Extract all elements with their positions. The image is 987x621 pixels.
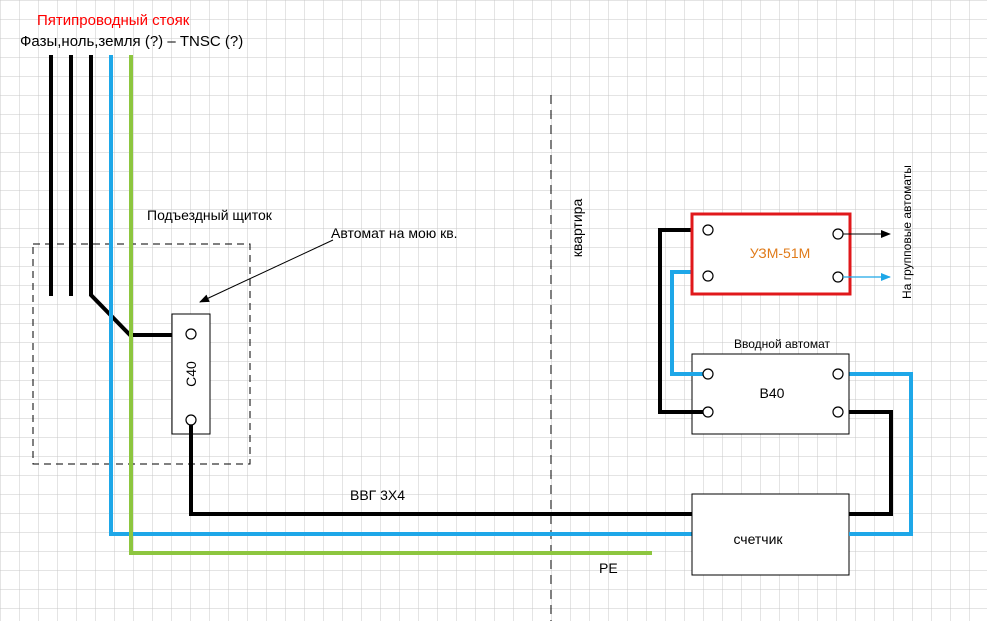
- meter-box: [691, 493, 850, 576]
- group-breakers-label: На групповые автоматы: [900, 165, 914, 299]
- input-breaker-terminal-1: [702, 368, 714, 380]
- apartment-label: квартира: [569, 199, 585, 258]
- rcd-neutral-link: [670, 270, 708, 376]
- input-breaker-terminal-3: [832, 368, 844, 380]
- panel-breaker-terminal-top: [185, 328, 197, 340]
- diagram-subtitle: Фазы,ноль,земля (?) – TNSC (?): [20, 33, 243, 50]
- pe-wire: [129, 55, 652, 555]
- rcd-terminal-2: [702, 270, 714, 282]
- panel-breaker-terminal-bottom: [185, 414, 197, 426]
- input-breaker-terminal-2: [702, 406, 714, 418]
- input-breaker-label: B40: [760, 385, 785, 401]
- rcd-box: [690, 212, 852, 296]
- rcd-terminal-3: [832, 228, 844, 240]
- panel-label: Подъездный щиток: [147, 207, 273, 223]
- panel-breaker-label: C40: [183, 361, 199, 387]
- rcd-label: УЗМ-51М: [750, 245, 811, 261]
- meter-phase-out: [849, 410, 893, 516]
- rcd-terminal-4: [832, 271, 844, 283]
- input-breaker-caption: Вводной автомат: [734, 337, 830, 351]
- pe-label: PE: [599, 560, 618, 576]
- meter-neutral-out: [849, 372, 913, 536]
- breaker-note: Автомат на мою кв.: [331, 225, 458, 241]
- input-breaker-box: [691, 353, 850, 435]
- entrance-panel-outline: [32, 243, 251, 465]
- rcd-phase-link: [658, 228, 708, 414]
- input-breaker-terminal-4: [832, 406, 844, 418]
- feeder-cable: [189, 425, 692, 516]
- cable-label: ВВГ 3Х4: [350, 487, 405, 503]
- meter-label: счетчик: [733, 531, 783, 547]
- rcd-terminal-1: [702, 224, 714, 236]
- neutral-wire: [109, 55, 692, 536]
- breaker-note-arrow: [199, 239, 334, 303]
- diagram-title: Пятипроводный стояк: [37, 12, 190, 29]
